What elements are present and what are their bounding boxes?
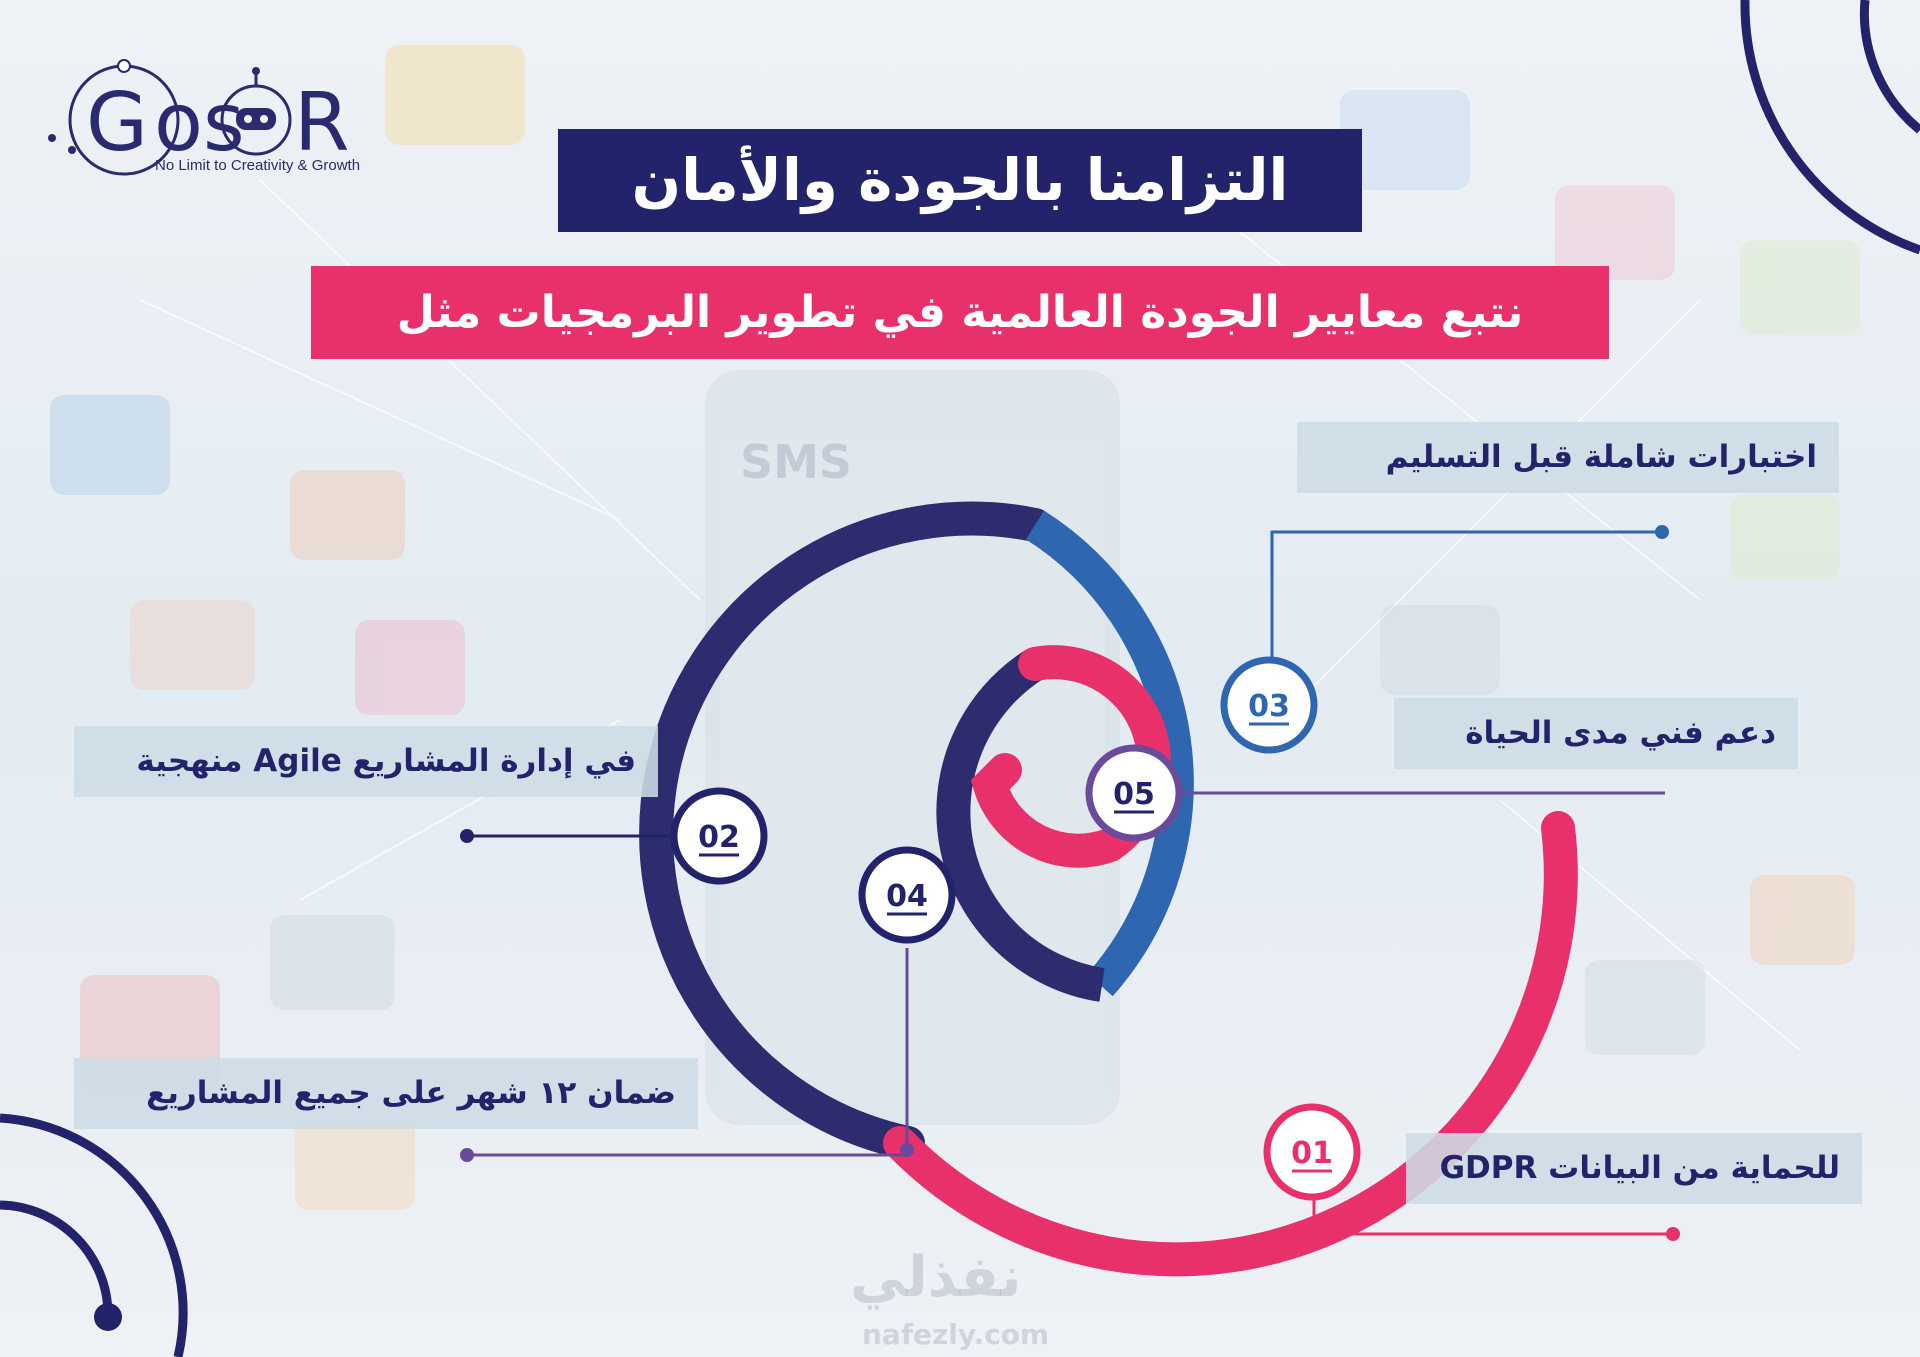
feature-05-label: دعم فني مدى الحياة <box>1394 698 1798 769</box>
spiral-outer-navy-arc <box>639 501 1052 1160</box>
mail-icon <box>295 1120 415 1210</box>
spiral-middle-navy-arc <box>936 649 1105 1002</box>
brand-logo: G os R No Limit to Creativity & Growth <box>46 58 406 188</box>
brand-tagline: No Limit to Creativity & Growth <box>155 157 361 174</box>
corner-arc-bottom-inner <box>0 1200 113 1316</box>
connector-03 <box>1270 530 1662 660</box>
logo-letter-r: R <box>294 76 350 169</box>
connector-01 <box>1312 1195 1673 1236</box>
badge-05-number: 05 <box>1113 777 1155 812</box>
connector-04-joint <box>900 1143 914 1157</box>
badge-05: 05 <box>1085 744 1183 842</box>
mail-icon <box>1750 875 1855 965</box>
background-sms-text: SMS <box>740 435 852 489</box>
connector-03-dot <box>1655 525 1669 539</box>
badge-02: 02 <box>670 787 768 885</box>
badge-02-number: 02 <box>698 820 740 855</box>
mail-icon <box>1730 495 1840 580</box>
connector-02-dot <box>460 829 474 843</box>
mail-icon <box>50 395 170 495</box>
badge-01: 01 <box>1263 1103 1361 1201</box>
badge-03-number: 03 <box>1248 689 1290 724</box>
connector-04-dot <box>460 1148 474 1162</box>
feature-02-label: في إدارة المشاريع Agile منهجية <box>74 726 658 797</box>
mail-icon <box>1380 605 1500 695</box>
mail-icon <box>1555 185 1675 280</box>
mail-icon <box>130 600 255 690</box>
corner-arc-bottom <box>0 1113 188 1357</box>
mail-icon <box>290 470 405 560</box>
corner-dot <box>94 1303 122 1331</box>
spiral-outer-blue-arc <box>1025 510 1194 997</box>
feature-01-label: للحماية من البيانات GDPR <box>1406 1133 1862 1204</box>
badge-04-number: 04 <box>886 879 928 914</box>
logo-mark: G os R <box>48 59 350 176</box>
connector-01-dot <box>1666 1227 1680 1241</box>
mail-icon <box>270 915 395 1010</box>
mail-icon <box>1340 90 1470 190</box>
mail-icon <box>385 45 525 145</box>
mail-icon <box>355 620 465 715</box>
page-title: التزامنا بالجودة والأمان <box>558 129 1362 232</box>
watermark-url: nafezly.com <box>862 1318 1050 1351</box>
background-mail-icons <box>50 45 1860 1210</box>
feature-04-label: ضمان ١٢ شهر على جميع المشاريع <box>74 1058 698 1129</box>
logo-letter-g: G <box>86 76 148 169</box>
badge-01-number: 01 <box>1291 1136 1333 1171</box>
watermark-arabic: نفذلي <box>850 1245 1022 1310</box>
mail-icon <box>1740 240 1860 335</box>
corner-arc-outer <box>1740 0 1920 255</box>
corner-arc-inner <box>1859 0 1920 134</box>
logo-letters: os <box>154 76 245 169</box>
page-subtitle: نتبع معايير الجودة العالمية في تطوير الب… <box>311 266 1609 359</box>
spiral-bottom-pink-arc <box>883 811 1578 1277</box>
badge-04: 04 <box>858 846 956 944</box>
badge-03: 03 <box>1220 656 1318 754</box>
feature-03-label: اختبارات شاملة قبل التسليم <box>1297 422 1839 493</box>
mail-icon <box>1585 960 1705 1055</box>
